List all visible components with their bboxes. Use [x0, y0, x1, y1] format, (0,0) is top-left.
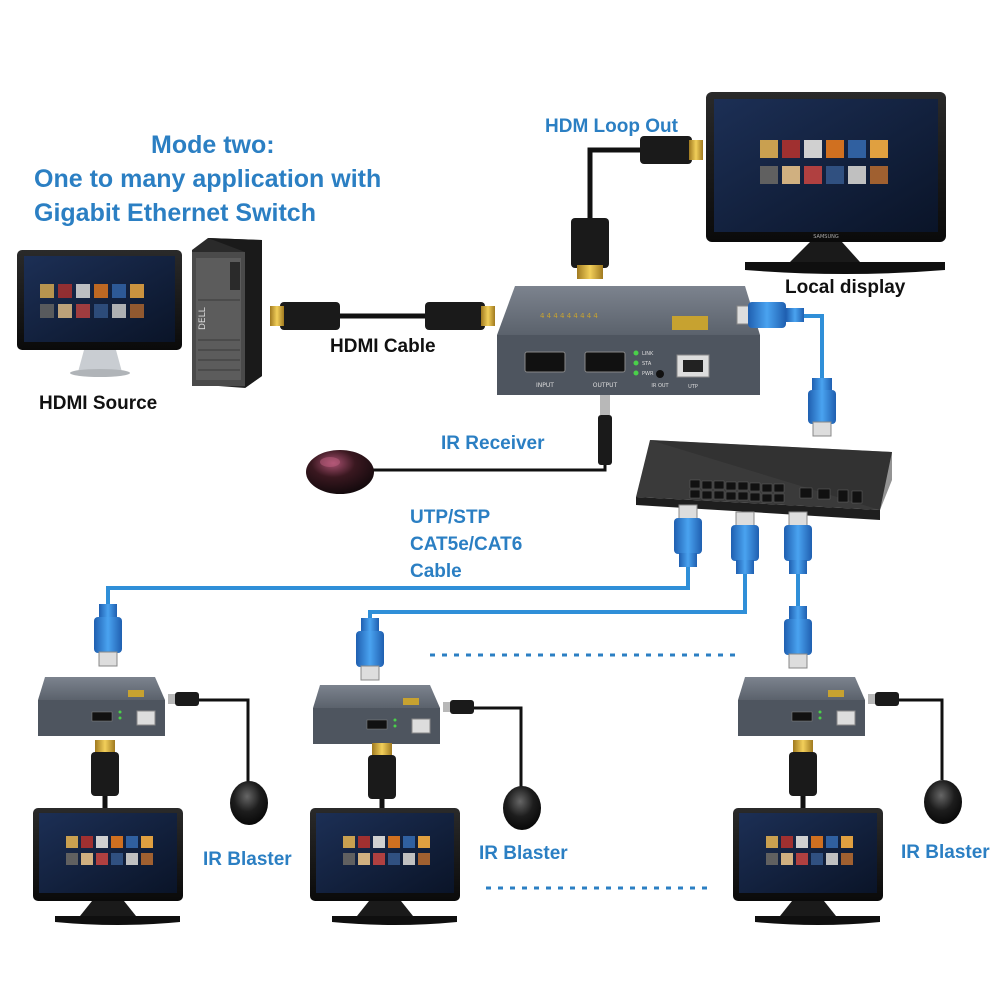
title-line-3: Gigabit Ethernet Switch — [34, 199, 316, 227]
svg-text:OUTPUT: OUTPUT — [593, 382, 618, 389]
cable-type-line-2: CAT5e/CAT6 — [410, 534, 523, 555]
label-cable-type: UTP/STP CAT5e/CAT6 Cable — [410, 504, 522, 585]
display-monitor-3 — [733, 808, 883, 925]
pc-tower: DELL — [192, 238, 262, 388]
label-hdmi-loop-out: HDM Loop Out — [545, 116, 678, 137]
title-line-2: One to many application with — [34, 165, 382, 193]
pc-brand: DELL — [198, 307, 208, 330]
rj45-plug-switch-uplink — [808, 378, 836, 437]
hdmi-source-monitor — [17, 250, 182, 377]
svg-text:4 4 4 4 4 4 4 4 4: 4 4 4 4 4 4 4 4 4 — [540, 312, 598, 320]
label-ir-blaster-1: IR Blaster — [203, 849, 292, 870]
diagram-title: Mode two: One to many application with G… — [34, 128, 381, 230]
gigabit-switch — [636, 440, 892, 520]
label-hdmi-source: HDMI Source — [39, 393, 158, 414]
svg-text:UTP: UTP — [688, 384, 698, 390]
ir-receiver-device — [306, 450, 374, 494]
receiver-unit-3 — [738, 677, 962, 824]
svg-text:LINK: LINK — [642, 351, 654, 357]
rj45-plug-switch-port-1 — [674, 504, 702, 567]
display-monitor-1 — [33, 808, 183, 925]
receiver-unit-2 — [313, 685, 541, 830]
label-local-display: Local display — [785, 277, 906, 298]
rj45-plug-receiver-2 — [356, 618, 384, 681]
local-display-monitor: SAMSUNG — [706, 92, 946, 274]
transmitter-box: 4 4 4 4 4 4 4 4 4 INPUT OUTPUT LINK STA … — [497, 286, 760, 395]
hdmi-cable-input — [270, 302, 495, 330]
cable-type-line-1: UTP/STP — [410, 507, 491, 528]
rj45-plug-receiver-3 — [784, 606, 812, 669]
title-line-1: Mode two: — [151, 131, 275, 159]
rj45-plug-receiver-1 — [94, 604, 122, 667]
label-hdmi-cable: HDMI Cable — [330, 336, 436, 357]
rj45-plug-switch-port-2 — [731, 511, 759, 574]
label-ir-blaster-2: IR Blaster — [479, 843, 568, 864]
rj45-plug-switch-port-3 — [784, 511, 812, 574]
display-monitor-2 — [310, 808, 460, 925]
cable-type-line-3: Cable — [410, 561, 462, 582]
svg-text:IR OUT: IR OUT — [651, 383, 669, 389]
ir-receiver-cable — [372, 395, 612, 472]
hdmi-loop-out-cable — [571, 136, 703, 279]
svg-text:SAMSUNG: SAMSUNG — [813, 234, 839, 240]
label-ir-blaster-3: IR Blaster — [901, 842, 990, 863]
receiver-unit-1 — [38, 677, 268, 825]
svg-text:INPUT: INPUT — [536, 382, 554, 389]
rj45-plug-transmitter — [736, 302, 804, 328]
svg-text:STA: STA — [642, 361, 652, 367]
svg-text:PWR: PWR — [642, 371, 654, 377]
label-ir-receiver: IR Receiver — [441, 433, 545, 454]
